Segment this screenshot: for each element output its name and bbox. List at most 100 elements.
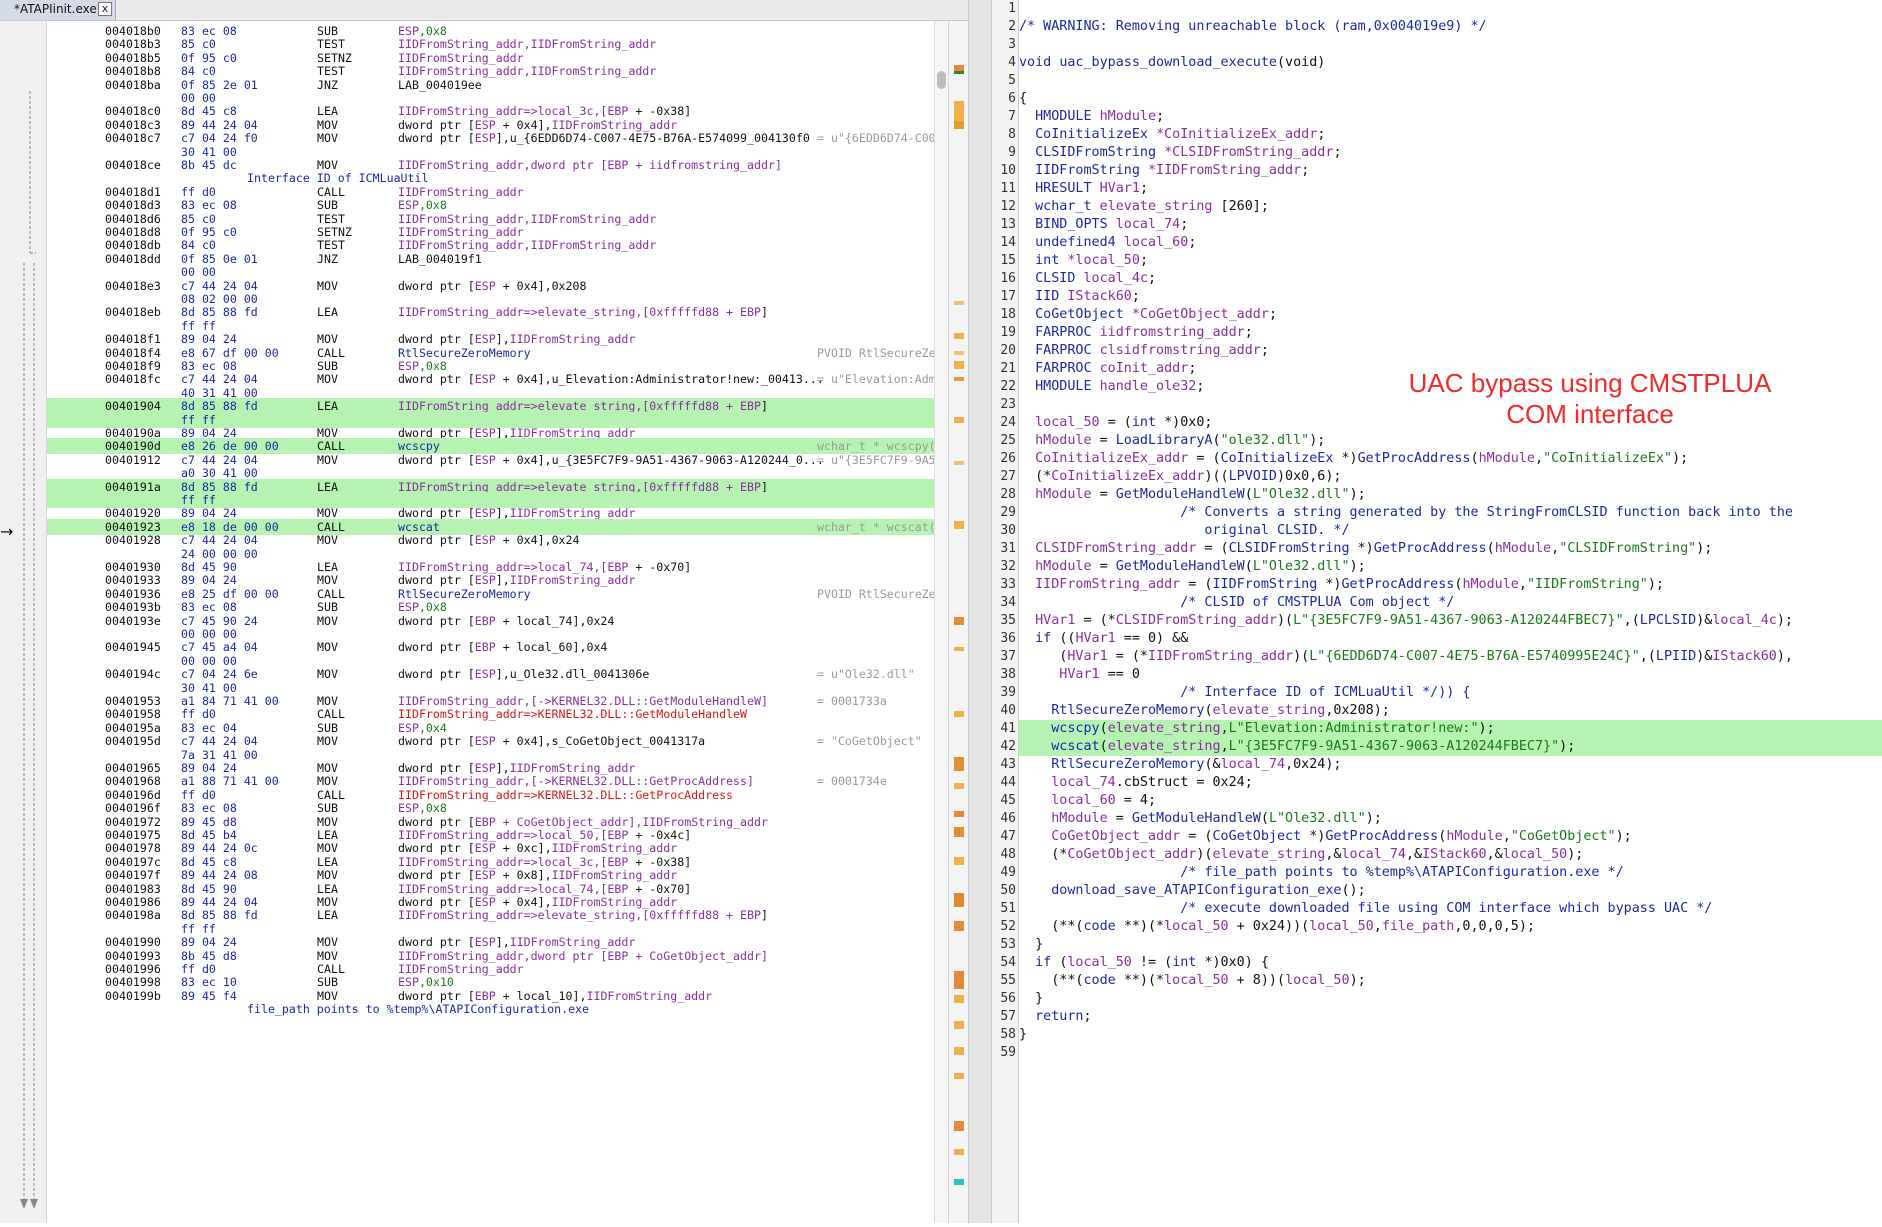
code-line[interactable]: IID IStack60; xyxy=(1019,288,1882,306)
code-line[interactable]: (HVar1 = (*IIDFromString_addr)(L"{6EDD6D… xyxy=(1019,648,1882,666)
code-line[interactable]: HMODULE hModule; xyxy=(1019,108,1882,126)
code-line[interactable]: HVar1 == 0 xyxy=(1019,666,1882,684)
overview-marker[interactable] xyxy=(954,1179,964,1185)
overview-marker[interactable] xyxy=(954,1021,964,1029)
code-line[interactable]: wchar_t elevate_string [260]; xyxy=(1019,198,1882,216)
code-line[interactable]: BIND_OPTS local_74; xyxy=(1019,216,1882,234)
overview-marker[interactable] xyxy=(954,827,964,837)
overview-marker[interactable] xyxy=(954,417,964,423)
listing-row[interactable]: 7a 31 41 00 xyxy=(47,747,934,763)
overview-marker[interactable] xyxy=(954,757,964,771)
listing-row[interactable]: 00 00 00 xyxy=(47,626,934,642)
overview-marker[interactable] xyxy=(954,377,964,381)
code-line[interactable]: hModule = GetModuleHandleW(L"Ole32.dll")… xyxy=(1019,810,1882,828)
listing-row[interactable]: a0 30 41 00 xyxy=(47,465,934,481)
code-line[interactable]: if ((HVar1 == 0) && xyxy=(1019,630,1882,648)
code-line[interactable]: int *local_50; xyxy=(1019,252,1882,270)
listing-row[interactable]: 24 00 00 00 xyxy=(47,546,934,562)
listing-row[interactable]: 30 41 00 xyxy=(47,680,934,696)
decompiler-view[interactable]: /* WARNING: Removing unreachable block (… xyxy=(1019,0,1882,1223)
code-line[interactable]: hModule = LoadLibraryA("ole32.dll"); xyxy=(1019,432,1882,450)
code-line[interactable]: (*CoInitializeEx_addr)((LPVOID)0x0,6); xyxy=(1019,468,1882,486)
overview-marker[interactable] xyxy=(954,301,964,305)
listing-row[interactable]: 30 41 00 xyxy=(47,144,934,160)
overview-marker[interactable] xyxy=(954,71,964,74)
code-line[interactable]: CoGetObject *CoGetObject_addr; xyxy=(1019,306,1882,324)
code-line[interactable]: void uac_bypass_download_execute(void) xyxy=(1019,54,1882,72)
code-line[interactable]: FARPROC iidfromstring_addr; xyxy=(1019,324,1882,342)
overview-marker[interactable] xyxy=(954,711,964,717)
code-line[interactable]: IIDFromString_addr = (IIDFromString *)Ge… xyxy=(1019,576,1882,594)
tab-atapiinit[interactable]: *ATAPIinit.exe x xyxy=(0,0,116,20)
code-line[interactable]: original CLSID. */ xyxy=(1019,522,1882,540)
code-line[interactable]: CoInitializeEx *CoInitializeEx_addr; xyxy=(1019,126,1882,144)
overview-marker[interactable] xyxy=(954,971,964,989)
code-line[interactable]: if (local_50 != (int *)0x0) { xyxy=(1019,954,1882,972)
listing-row[interactable]: 00 00 00 xyxy=(47,653,934,669)
code-line[interactable] xyxy=(1019,0,1882,18)
listing-row[interactable]: 00 00 xyxy=(47,90,934,106)
code-line[interactable]: RtlSecureZeroMemory(&local_74,0x24); xyxy=(1019,756,1882,774)
overview-marker[interactable] xyxy=(954,1149,964,1155)
code-line[interactable]: download_save_ATAPIConfiguration_exe(); xyxy=(1019,882,1882,900)
overview-marker[interactable] xyxy=(954,893,964,907)
listing-scrollbar[interactable] xyxy=(934,21,949,1223)
overview-marker[interactable] xyxy=(954,461,964,465)
listing-row[interactable]: 00 00 xyxy=(47,264,934,280)
listing-annotation-row[interactable]: Interface ID of ICMLuaUtil xyxy=(47,170,934,186)
code-line[interactable]: CoGetObject_addr = (CoGetObject *)GetPro… xyxy=(1019,828,1882,846)
listing-row[interactable]: ff ff xyxy=(47,411,934,428)
code-line[interactable]: CoInitializeEx_addr = (CoInitializeEx *)… xyxy=(1019,450,1882,468)
code-line[interactable]: } xyxy=(1019,990,1882,1008)
code-line[interactable]: RtlSecureZeroMemory(elevate_string,0x208… xyxy=(1019,702,1882,720)
overview-marker[interactable] xyxy=(954,521,964,529)
overview-marker[interactable] xyxy=(954,811,964,817)
code-line[interactable]: CLSIDFromString_addr = (CLSIDFromString … xyxy=(1019,540,1882,558)
code-line[interactable]: FARPROC coInit_addr; xyxy=(1019,360,1882,378)
code-line[interactable]: HVar1 = (*CLSIDFromString_addr)(L"{3E5FC… xyxy=(1019,612,1882,630)
listing-overview-bar[interactable] xyxy=(948,21,969,1223)
code-line[interactable]: (*CoGetObject_addr)(elevate_string,&loca… xyxy=(1019,846,1882,864)
panel-divider[interactable] xyxy=(968,0,992,1223)
code-line[interactable]: local_74.cbStruct = 0x24; xyxy=(1019,774,1882,792)
code-line[interactable]: /* CLSID of CMSTPLUA Com object */ xyxy=(1019,594,1882,612)
overview-marker[interactable] xyxy=(954,101,964,129)
overview-marker[interactable] xyxy=(954,65,964,71)
code-line[interactable]: undefined4 local_60; xyxy=(1019,234,1882,252)
code-line[interactable]: (**(code **)(*local_50 + 0x24))(local_50… xyxy=(1019,918,1882,936)
code-line[interactable]: wcscpy(elevate_string,L"Elevation:Admini… xyxy=(1019,720,1882,738)
